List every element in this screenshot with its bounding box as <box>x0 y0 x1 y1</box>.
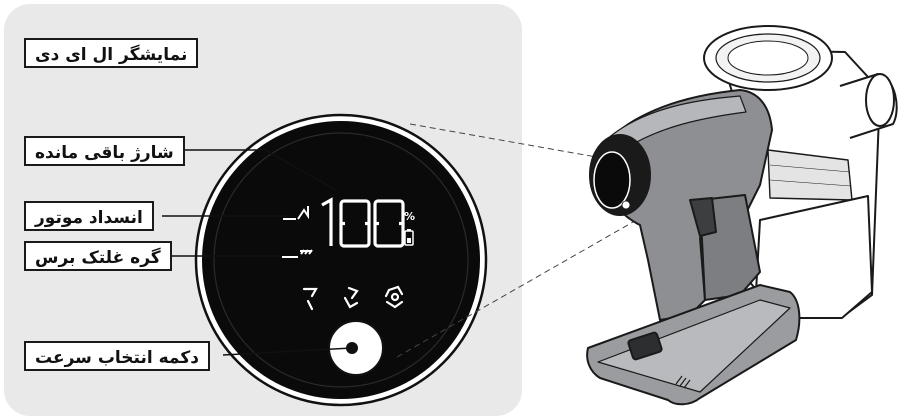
battery-icon <box>404 229 414 246</box>
motor-blockage-icon <box>283 206 309 220</box>
title-label: نمایشگر ال ای دی <box>24 38 199 68</box>
seven-segment-digits <box>321 197 405 248</box>
percent-sign: % <box>404 210 415 223</box>
brush-tangle-icon <box>282 249 313 258</box>
callout-speed-button: دکمه انتخاب سرعت <box>24 341 210 371</box>
callout-motor-blockage: انسداد موتور <box>24 201 154 231</box>
fan-speed-low-icon <box>302 287 318 311</box>
speed-select-button[interactable] <box>328 320 384 376</box>
callout-lines <box>162 149 353 356</box>
callout-battery-remaining: شارژ باقی مانده <box>24 136 185 166</box>
vacuum-device <box>586 25 898 406</box>
callout-brush-tangle: گره غلتک برس <box>24 241 172 271</box>
led-display: % <box>194 113 488 407</box>
projection-lines <box>396 123 641 358</box>
fan-speed-medium-icon <box>343 286 359 309</box>
fan-speed-high-icon <box>384 285 404 309</box>
